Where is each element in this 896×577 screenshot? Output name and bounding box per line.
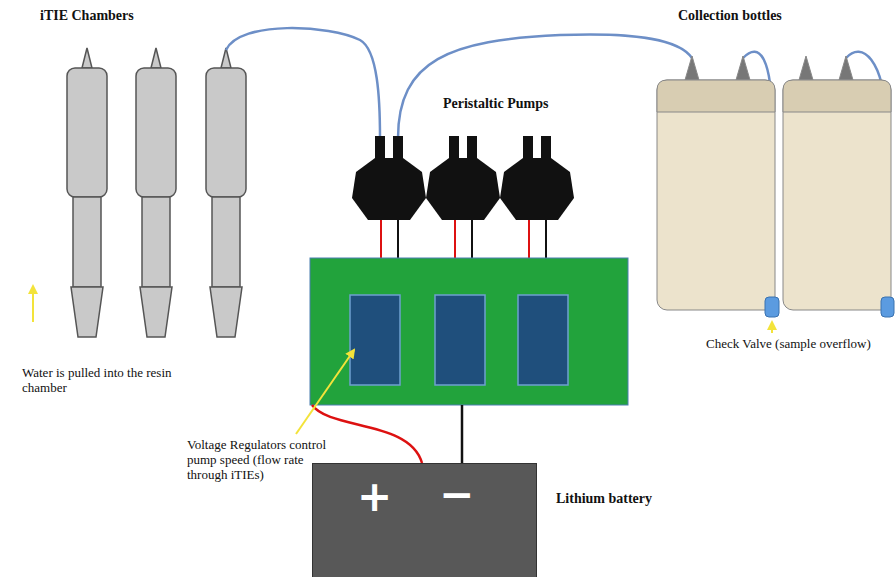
group-heading: iTIE Chambers [40, 8, 134, 24]
battery-box: +−Lithium battery [312, 463, 537, 577]
part-name: Lithium battery [556, 491, 652, 506]
terminal-sign: − [439, 472, 474, 518]
itie-chamber [136, 48, 176, 337]
group-heading: Collection bottles [678, 8, 782, 24]
check-valve [765, 297, 894, 317]
itie-chamber [206, 48, 246, 337]
pump-wire [381, 220, 546, 258]
pointer-arrow [33, 286, 772, 434]
terminal-sign: + [357, 474, 392, 520]
peristaltic-pump [352, 136, 574, 220]
collection-bottle [657, 56, 891, 310]
battery-wire [312, 405, 462, 463]
group-heading: Peristaltic Pumps [443, 96, 548, 112]
itie-chamber [67, 48, 107, 337]
circuit-board [310, 258, 628, 405]
note-text: Water is pulled into the resin chamber [22, 366, 192, 396]
callout-text: Check Valve (sample overflow) [706, 337, 871, 352]
